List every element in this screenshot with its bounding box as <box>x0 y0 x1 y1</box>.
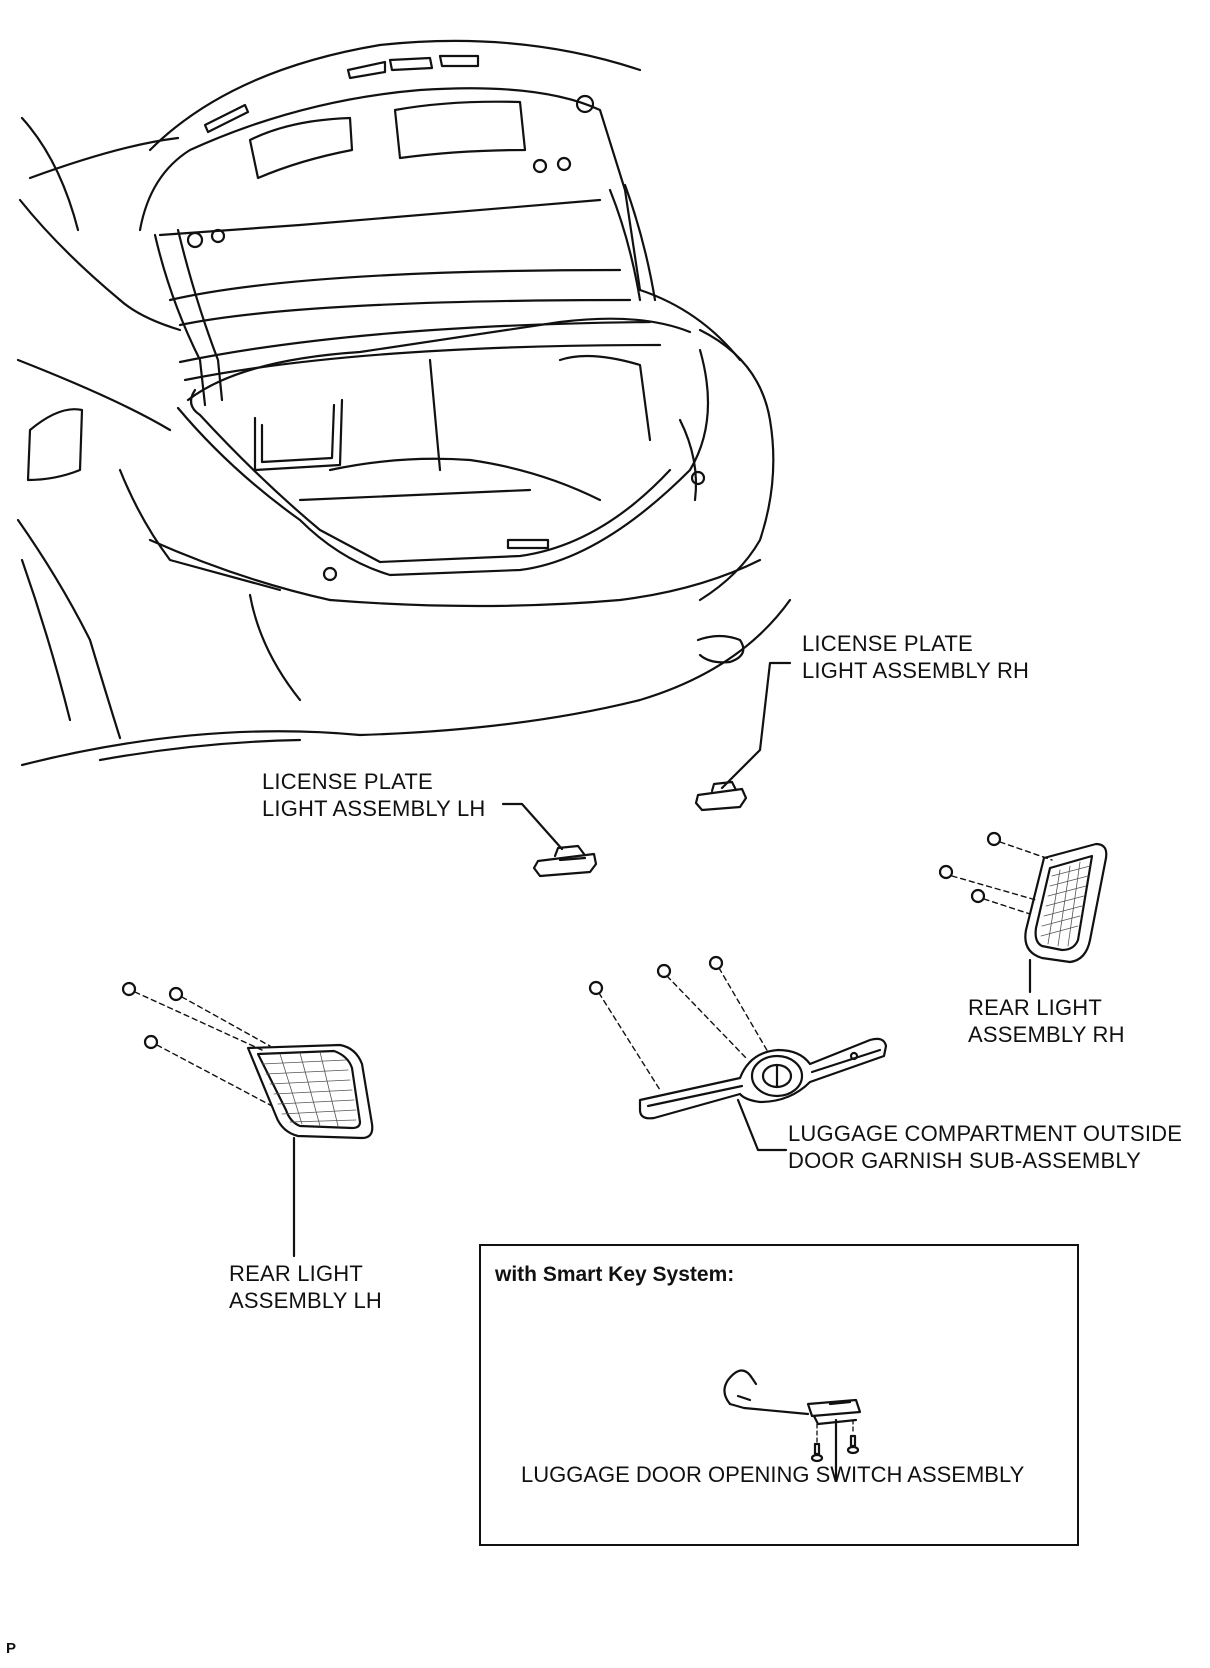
rear-light-rh-nuts <box>938 831 1002 904</box>
rear-light-lh-nuts <box>121 981 184 1050</box>
label-line: LICENSE PLATE <box>262 769 433 794</box>
leader-garnish <box>736 1098 788 1152</box>
label-door-garnish: LUGGAGE COMPARTMENT OUTSIDE DOOR GARNISH… <box>788 1120 1182 1174</box>
label-line: LICENSE PLATE <box>802 631 973 656</box>
reference-mark: P <box>6 1640 17 1657</box>
door-garnish-nuts <box>588 955 724 996</box>
label-line: ASSEMBLY LH <box>229 1288 383 1313</box>
label-line: LIGHT ASSEMBLY RH <box>802 658 1030 683</box>
leader-license-lh <box>501 802 564 851</box>
door-garnish <box>638 1037 888 1120</box>
label-rear-light-lh: REAR LIGHT ASSEMBLY LH <box>229 1260 382 1314</box>
license-plate-light-rh <box>694 780 748 812</box>
label-line: LIGHT ASSEMBLY LH <box>262 796 486 821</box>
car-rear-illustration <box>16 39 792 767</box>
label-license-plate-light-lh: LICENSE PLATE LIGHT ASSEMBLY LH <box>262 768 486 822</box>
label-line: LUGGAGE COMPARTMENT OUTSIDE <box>788 1121 1183 1146</box>
label-line: REAR LIGHT <box>968 995 1103 1020</box>
rear-light-rh <box>1024 842 1108 964</box>
label-line: ASSEMBLY RH <box>968 1022 1125 1047</box>
label-line: DOOR GARNISH SUB-ASSEMBLY <box>788 1148 1141 1173</box>
inset-title: with Smart Key System: <box>495 1263 735 1286</box>
label-line: REAR LIGHT <box>229 1261 364 1286</box>
opening-switch-guides <box>816 1419 854 1443</box>
smart-key-inset-box: with Smart Key System: LUGGAGE DOOR OPEN… <box>479 1244 1079 1546</box>
label-license-plate-light-rh: LICENSE PLATE LIGHT ASSEMBLY RH <box>802 630 1029 684</box>
opening-switch-assembly <box>723 1369 862 1426</box>
leader-license-rh <box>720 661 792 790</box>
opening-switch-screws <box>810 1434 860 1463</box>
label-opening-switch: LUGGAGE DOOR OPENING SWITCH ASSEMBLY <box>521 1462 1025 1487</box>
rear-light-rh-guides <box>951 841 1053 915</box>
door-garnish-guides <box>598 967 769 1091</box>
label-rear-light-rh: REAR LIGHT ASSEMBLY RH <box>968 994 1125 1048</box>
rear-light-lh <box>246 1043 374 1140</box>
license-plate-light-lh <box>532 844 598 878</box>
rear-light-lh-guides <box>134 991 273 1107</box>
